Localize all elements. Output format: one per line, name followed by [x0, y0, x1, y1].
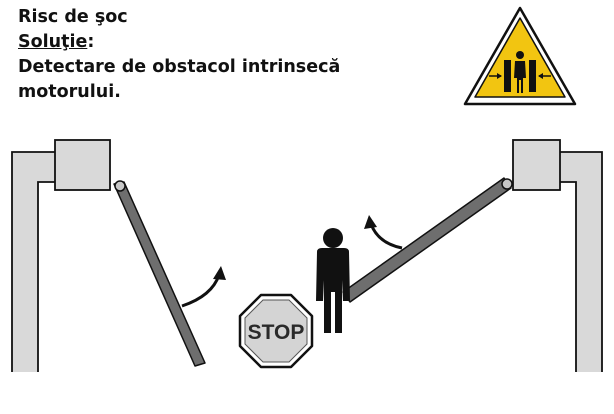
solution-label: Soluţie	[18, 32, 88, 52]
left-motor-box	[54, 139, 111, 191]
crush-hazard-warning-icon	[463, 6, 577, 106]
left-arm-hinge	[114, 180, 126, 192]
left-gate-arm	[113, 180, 206, 367]
person-figure-icon	[316, 228, 350, 333]
solution-colon: :	[87, 32, 95, 52]
left-gate-post	[11, 139, 111, 372]
risk-title: Risc de şoc	[18, 7, 128, 27]
stop-sign-text: STOP	[248, 321, 305, 344]
solution-heading: Soluţie:	[18, 30, 340, 55]
solution-text-line2: motorului.	[18, 82, 121, 102]
right-arm-motion-arrow-icon	[364, 215, 403, 250]
right-gate-arm	[342, 177, 513, 303]
right-motor-box	[512, 139, 561, 191]
left-arm-motion-arrow-icon	[181, 266, 226, 308]
stop-sign: STOP	[238, 293, 314, 369]
right-gate-post	[512, 139, 603, 372]
right-arm-hinge	[501, 178, 513, 190]
risk-caption: Risc de şoc Soluţie: Detectare de obstac…	[18, 5, 340, 105]
solution-text-line1: Detectare de obstacol intrinsecă	[18, 57, 341, 77]
